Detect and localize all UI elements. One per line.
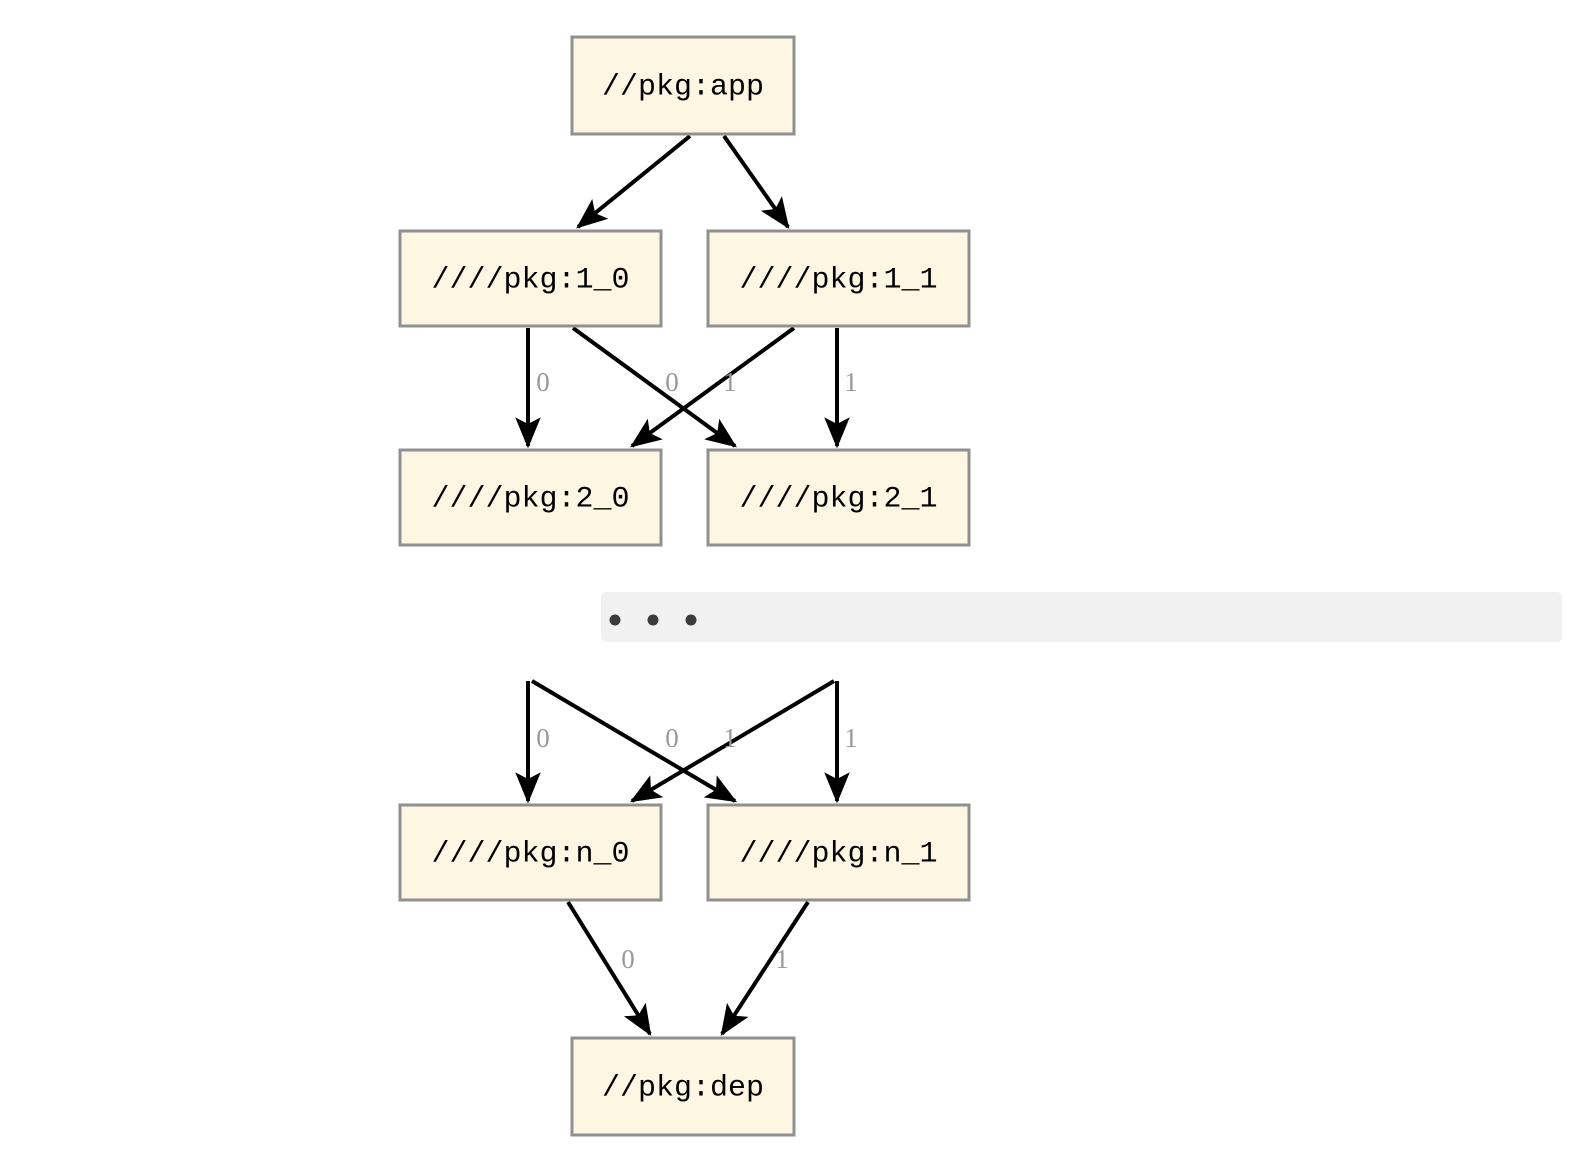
edge-n-in-0-to-n_0: 0 xyxy=(515,681,550,804)
edge-app-to-1_0 xyxy=(576,134,692,229)
node-box[interactable] xyxy=(570,35,796,136)
node-box[interactable] xyxy=(570,1036,796,1137)
edge-line xyxy=(629,679,836,803)
node-box[interactable] xyxy=(706,448,971,547)
node-label: ////pkg:n_1 xyxy=(739,837,937,871)
node-dep[interactable]: //pkg:dep xyxy=(570,1036,796,1137)
node-label: ////pkg:2_1 xyxy=(739,482,937,516)
edge-line xyxy=(722,134,790,229)
edge-line xyxy=(720,900,810,1037)
node-ln_1[interactable]: ////pkg:n_1 xyxy=(706,803,971,902)
node-l2_0[interactable]: ////pkg:2_0 xyxy=(398,448,663,547)
edge-line xyxy=(571,326,737,448)
edge-line xyxy=(530,679,738,803)
node-ln_0[interactable]: ////pkg:n_0 xyxy=(398,803,663,902)
nodes-group: //pkg:app ////pkg:1_0 ////pkg:1_1 ////pkg:2… xyxy=(398,35,971,1137)
node-label: ////pkg:1_1 xyxy=(739,263,937,297)
node-label: ////pkg:n_0 xyxy=(431,837,629,871)
edge-label: 0 xyxy=(665,723,679,753)
node-label: ////pkg:1_0 xyxy=(431,263,629,297)
edge-n-in-0-to-n_1: 0 xyxy=(530,679,738,803)
edge-1_0-to-2_0: 0 xyxy=(515,328,550,449)
edge-1_1-to-2_0: 1 xyxy=(630,326,796,448)
ellipsis-band-group xyxy=(601,592,1562,642)
edge-label: 0 xyxy=(536,367,550,397)
node-l2_1[interactable]: ////pkg:2_1 xyxy=(706,448,971,547)
edge-n_0-to-dep: 0 xyxy=(566,900,652,1037)
ellipsis-dot xyxy=(609,614,621,626)
edge-label: 1 xyxy=(775,944,789,974)
node-box[interactable] xyxy=(706,803,971,902)
ellipsis-dot xyxy=(685,614,697,626)
node-l1_1[interactable]: ////pkg:1_1 xyxy=(706,229,971,328)
edge-label: 0 xyxy=(665,367,679,397)
ellipsis-dot xyxy=(647,614,659,626)
edge-label: 1 xyxy=(844,367,858,397)
edge-n-in-1-to-n_0: 1 xyxy=(629,679,836,803)
node-box[interactable] xyxy=(398,229,663,328)
edge-label: 1 xyxy=(723,723,737,753)
edge-line xyxy=(576,134,692,229)
ellipsis-band xyxy=(601,592,1562,642)
edge-1_0-to-2_1: 0 xyxy=(571,326,737,448)
node-label: ////pkg:2_0 xyxy=(431,482,629,516)
node-app[interactable]: //pkg:app xyxy=(570,35,796,136)
edge-label: 0 xyxy=(536,723,550,753)
node-label: //pkg:dep xyxy=(602,1071,764,1105)
edge-line xyxy=(630,326,796,448)
node-box[interactable] xyxy=(706,229,971,328)
edge-n_1-to-dep: 1 xyxy=(720,900,810,1037)
node-l1_0[interactable]: ////pkg:1_0 xyxy=(398,229,663,328)
node-box[interactable] xyxy=(398,803,663,902)
node-label: //pkg:app xyxy=(602,70,764,104)
edge-label: 1 xyxy=(723,367,737,397)
edge-1_1-to-2_1: 1 xyxy=(824,328,858,449)
edge-label: 0 xyxy=(621,944,635,974)
edge-n-in-1-to-n_1: 1 xyxy=(824,681,858,804)
edge-label: 1 xyxy=(844,723,858,753)
edges-group: 0 0 1 1 0 0 1 1 0 1 xyxy=(515,134,858,1037)
edge-app-to-1_1 xyxy=(722,134,790,229)
node-box[interactable] xyxy=(398,448,663,547)
edge-line xyxy=(566,900,652,1037)
